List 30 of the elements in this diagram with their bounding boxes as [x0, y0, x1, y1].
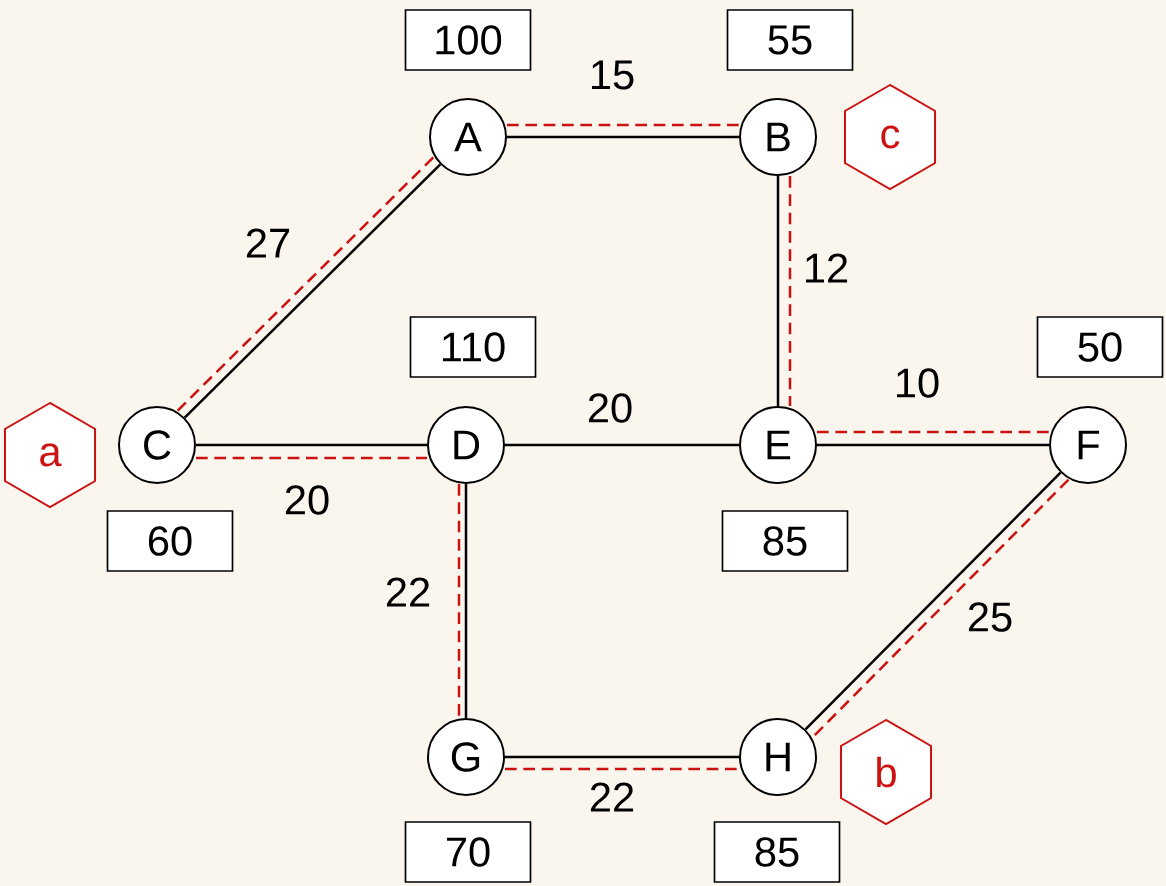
edge-label: 15	[587, 58, 637, 92]
connector	[464, 484, 468, 718]
edge-label: 27	[243, 226, 293, 260]
route-line	[817, 430, 1049, 434]
connector	[505, 755, 739, 759]
value-box: 85	[721, 510, 849, 572]
value-box: 110	[409, 316, 537, 378]
value-box: 60	[106, 510, 234, 572]
value-box: 100	[404, 9, 532, 71]
edge-label: 22	[587, 780, 637, 814]
route-line	[196, 456, 427, 460]
edge-label: 10	[892, 366, 942, 400]
route-line	[505, 767, 739, 771]
connector	[817, 443, 1049, 447]
edge-label: 22	[383, 575, 433, 609]
route-line	[788, 176, 792, 406]
edge-label: 12	[801, 251, 851, 285]
value-box: 50	[1036, 316, 1164, 378]
connector	[505, 443, 739, 447]
value-box: 70	[404, 821, 532, 883]
value-box: 85	[713, 821, 841, 883]
route-line	[457, 484, 461, 718]
value-box: 55	[726, 9, 854, 71]
route-line	[507, 123, 739, 127]
edge-label: 20	[585, 391, 635, 425]
connector	[776, 176, 780, 406]
edge-label: 25	[965, 600, 1015, 634]
connector	[507, 135, 739, 139]
edge-label: 20	[282, 483, 332, 517]
connector	[196, 443, 427, 447]
